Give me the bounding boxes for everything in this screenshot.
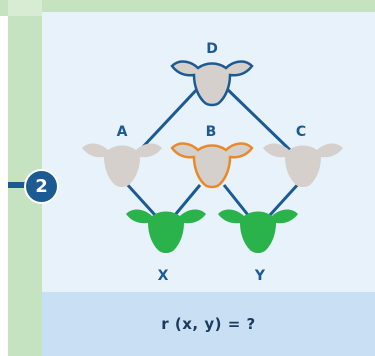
step-badge: 2	[26, 171, 57, 202]
sheep-node-b	[170, 142, 254, 189]
line-b-y	[222, 184, 250, 216]
sheep-node-c	[263, 143, 343, 187]
label-x: X	[158, 268, 169, 284]
label-d: D	[206, 41, 218, 57]
sheep-node-d	[170, 60, 254, 107]
label-a: A	[117, 124, 128, 140]
step-badge-connector	[8, 182, 34, 188]
pedigree-lines	[123, 84, 302, 217]
line-d-a	[138, 84, 202, 152]
sheep-node-x	[126, 209, 206, 253]
question-band	[42, 292, 375, 356]
line-d-c	[222, 84, 292, 152]
sheep-node-y	[218, 209, 298, 253]
label-y: Y	[254, 268, 266, 284]
line-a-x	[123, 180, 157, 217]
top-notch	[8, 0, 42, 16]
question-text: r (x, y) = ?	[161, 315, 256, 333]
label-c: C	[296, 124, 306, 140]
sheep-node-a	[82, 143, 162, 187]
label-b: B	[206, 124, 217, 140]
line-b-x	[173, 184, 202, 216]
line-c-y	[268, 180, 302, 217]
